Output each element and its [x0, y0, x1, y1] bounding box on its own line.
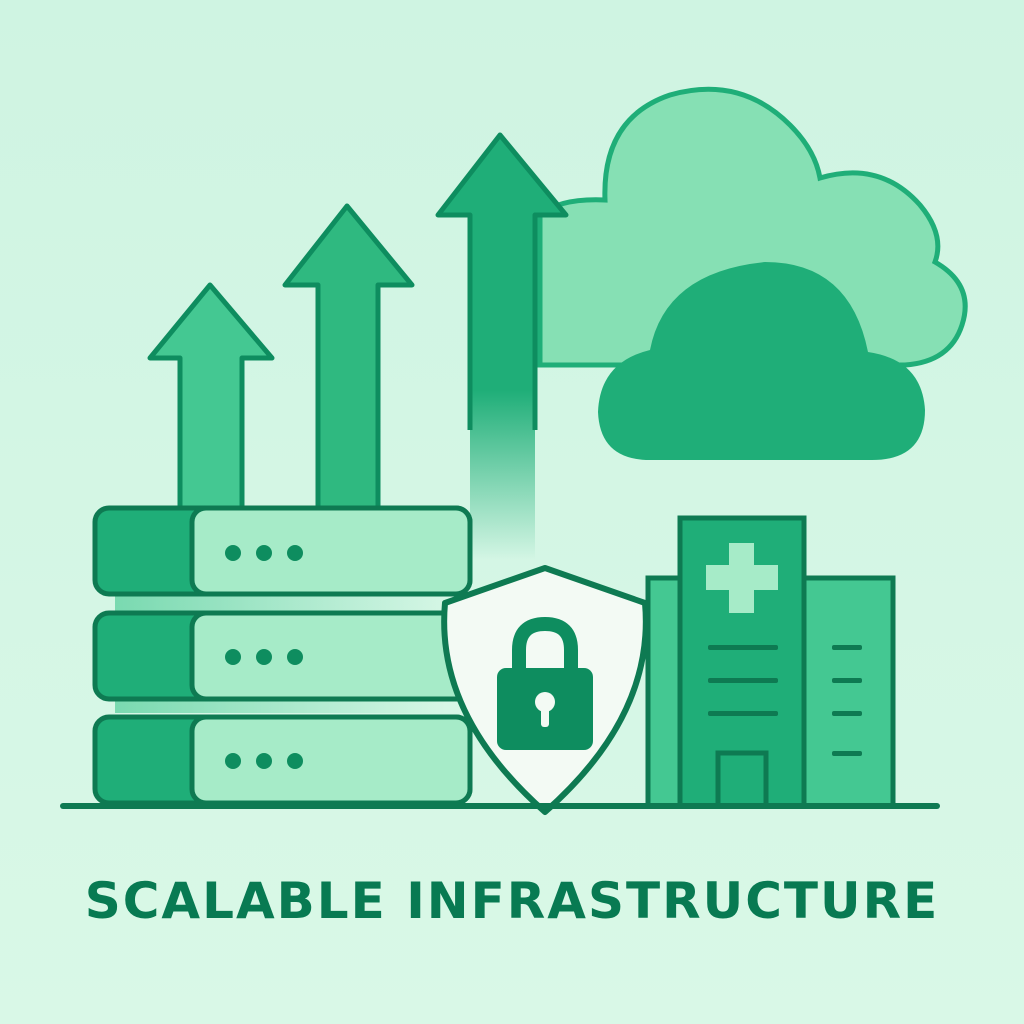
growth-arrow-icon-small — [147, 282, 275, 513]
server-stack-icon — [92, 505, 473, 806]
padlock-icon — [497, 616, 593, 750]
growth-arrow-icon-medium — [282, 203, 415, 513]
cloud-icon-back — [537, 86, 968, 368]
server-unit-top — [92, 505, 473, 597]
hospital-building-icon — [645, 515, 896, 809]
cloud-icon — [598, 262, 925, 460]
growth-arrow-icon-tall — [435, 132, 569, 560]
server-unit-bottom — [92, 714, 473, 806]
shield-lock-icon — [441, 565, 649, 815]
ground-line — [60, 803, 940, 809]
server-unit-middle — [92, 610, 473, 702]
medical-cross-icon — [706, 543, 778, 613]
caption-title: SCALABLE INFRASTRUCTURE — [84, 872, 940, 930]
